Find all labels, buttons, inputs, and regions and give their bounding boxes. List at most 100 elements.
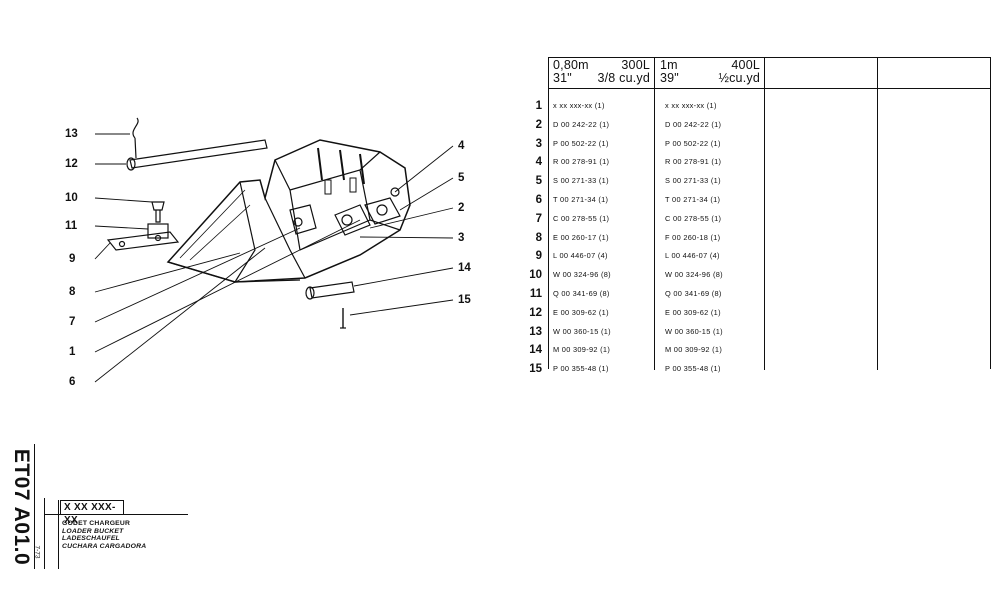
callout-9: 9 (69, 253, 76, 265)
callout-8: 8 (69, 286, 76, 298)
part-number-1m: C 00 278-55 (1) (665, 213, 722, 223)
part-number-080m: T 00 271-34 (1) (553, 194, 609, 204)
row-number: 5 (535, 175, 542, 188)
part-number-1m: P 00 355-48 (1) (665, 364, 721, 374)
table-row: 15 P 00 355-48 (1) P 00 355-48 (1) (520, 360, 770, 379)
title-block-divider (58, 500, 59, 569)
callout-7: 7 (69, 316, 76, 328)
part-number-080m: M 00 309-92 (1) (553, 345, 611, 355)
part-number-080m: Q 00 341-69 (8) (553, 288, 610, 298)
parts-table: 0,80m 300L 31" 3/8 cu.yd 1m 400L 39" ½cu… (520, 57, 992, 375)
part-number-080m: x xx xxx-xx (1) (553, 101, 605, 110)
callout-5: 5 (458, 172, 465, 184)
row-number: 12 (529, 306, 542, 319)
callout-4: 4 (458, 140, 465, 152)
table-row: 7 C 00 278-55 (1) C 00 278-55 (1) (520, 210, 770, 229)
callout-11: 11 (65, 220, 78, 232)
table-column-divider (877, 57, 878, 370)
row-number: 14 (529, 344, 542, 357)
part-number-080m: E 00 309-62 (1) (553, 307, 609, 317)
callout-1: 1 (69, 346, 76, 358)
part-number-1m: S 00 271-33 (1) (665, 176, 721, 186)
table-row: 10 W 00 324-96 (8) W 00 324-96 (8) (520, 266, 770, 285)
callout-10: 10 (65, 192, 78, 204)
table-row: 11 Q 00 341-69 (8) Q 00 341-69 (8) (520, 285, 770, 304)
parts-rows: 1 x xx xxx-xx (1) x xx xxx-xx (1) 2 D 00 242… (520, 97, 770, 379)
name-de: LADESCHAUFEL (62, 535, 120, 543)
part-number-080m: P 00 502-22 (1) (553, 138, 609, 148)
table-row: 6 T 00 271-34 (1) T 00 271-34 (1) (520, 191, 770, 210)
part-number-080m: D 00 242-22 (1) (553, 119, 610, 129)
table-row: 3 P 00 502-22 (1) P 00 502-22 (1) (520, 135, 770, 154)
row-number: 7 (535, 212, 542, 225)
revision-date: 7-73 (33, 545, 41, 559)
row-number: 2 (535, 118, 542, 131)
drawing-code-column: ET07 A01.0 (8, 444, 35, 569)
row-number: 9 (535, 250, 542, 263)
table-column-divider (654, 57, 655, 370)
part-names: GODET CHARGEUR LOADER BUCKET LADESCHAUFE… (62, 520, 146, 550)
part-number-1m: F 00 260-18 (1) (665, 232, 721, 242)
callout-12: 12 (65, 158, 78, 170)
name-fr: GODET CHARGEUR (62, 520, 131, 527)
row-number: 3 (535, 137, 542, 150)
part-number-1m: W 00 360-15 (1) (665, 326, 723, 336)
row-number: 11 (529, 287, 542, 300)
table-row: 4 R 00 278-91 (1) R 00 278-91 (1) (520, 153, 770, 172)
part-number-1m: Q 00 341-69 (8) (665, 288, 722, 298)
part-number-1m: P 00 502-22 (1) (665, 138, 721, 148)
bucket-shell (166, 139, 411, 283)
title-block-rule (44, 514, 188, 515)
row-number: 8 (535, 231, 542, 244)
lower-pin (305, 281, 355, 329)
table-row: 12 E 00 309-62 (1) E 00 309-62 (1) (520, 304, 770, 323)
part-number-1m: E 00 309-62 (1) (665, 307, 721, 317)
callout-14: 14 (458, 262, 471, 274)
row-number: 13 (529, 325, 542, 338)
table-row: 9 L 00 446-07 (4) L 00 446-07 (4) (520, 247, 770, 266)
date-column (30, 498, 45, 569)
callout-6: 6 (69, 376, 76, 388)
row-number: 15 (529, 363, 542, 376)
table-outline (548, 57, 991, 369)
leader-lines (94, 133, 454, 383)
row-number: 6 (535, 193, 542, 206)
exploded-view-drawing: 13 12 10 11 9 8 7 1 6 4 5 2 3 14 15 (60, 110, 500, 400)
row-number: 4 (535, 156, 542, 169)
part-number-080m: P 00 355-48 (1) (553, 364, 609, 374)
table-row: 1 x xx xxx-xx (1) x xx xxx-xx (1) (520, 97, 770, 116)
table-row: 13 W 00 360-15 (1) W 00 360-15 (1) (520, 323, 770, 342)
name-es: CUCHARA CARGADORA (62, 542, 147, 550)
title-block: ET07 A01.0 (8, 444, 193, 569)
name-en: LOADER BUCKET (62, 527, 124, 535)
part-number-1m: T 00 271-34 (1) (665, 194, 721, 204)
callout-13: 13 (65, 128, 78, 140)
table-column-divider (764, 57, 765, 370)
table-header-rule (548, 88, 991, 89)
bucket-illustration (94, 117, 454, 383)
row-number: 10 (529, 269, 542, 282)
part-number-080m: W 00 324-96 (8) (553, 270, 611, 280)
callout-2: 2 (458, 202, 465, 214)
part-number-080m: E 00 260-17 (1) (553, 232, 609, 242)
callout-3: 3 (458, 232, 465, 244)
reference-number: X XX XXX-XX (60, 500, 124, 526)
part-number-080m: L 00 446-07 (4) (553, 251, 608, 261)
callout-15: 15 (458, 294, 471, 306)
part-number-1m: x xx xxx-xx (1) (665, 101, 717, 110)
table-row: 14 M 00 309-92 (1) M 00 309-92 (1) (520, 341, 770, 360)
part-number-080m: C 00 278-55 (1) (553, 213, 610, 223)
part-number-080m: R 00 278-91 (1) (553, 157, 610, 167)
table-row: 5 S 00 271-33 (1) S 00 271-33 (1) (520, 172, 770, 191)
part-number-1m: R 00 278-91 (1) (665, 157, 722, 167)
pin-assembly (126, 117, 268, 171)
part-number-1m: M 00 309-92 (1) (665, 345, 723, 355)
part-number-080m: W 00 360-15 (1) (553, 326, 611, 336)
table-row: 8 E 00 260-17 (1) F 00 260-18 (1) (520, 229, 770, 248)
part-number-1m: D 00 242-22 (1) (665, 119, 722, 129)
part-number-1m: L 00 446-07 (4) (665, 251, 720, 261)
part-number-080m: S 00 271-33 (1) (553, 176, 609, 186)
side-cutter-bolt (106, 201, 180, 251)
part-number-1m: W 00 324-96 (8) (665, 270, 723, 280)
row-number: 1 (535, 100, 542, 112)
